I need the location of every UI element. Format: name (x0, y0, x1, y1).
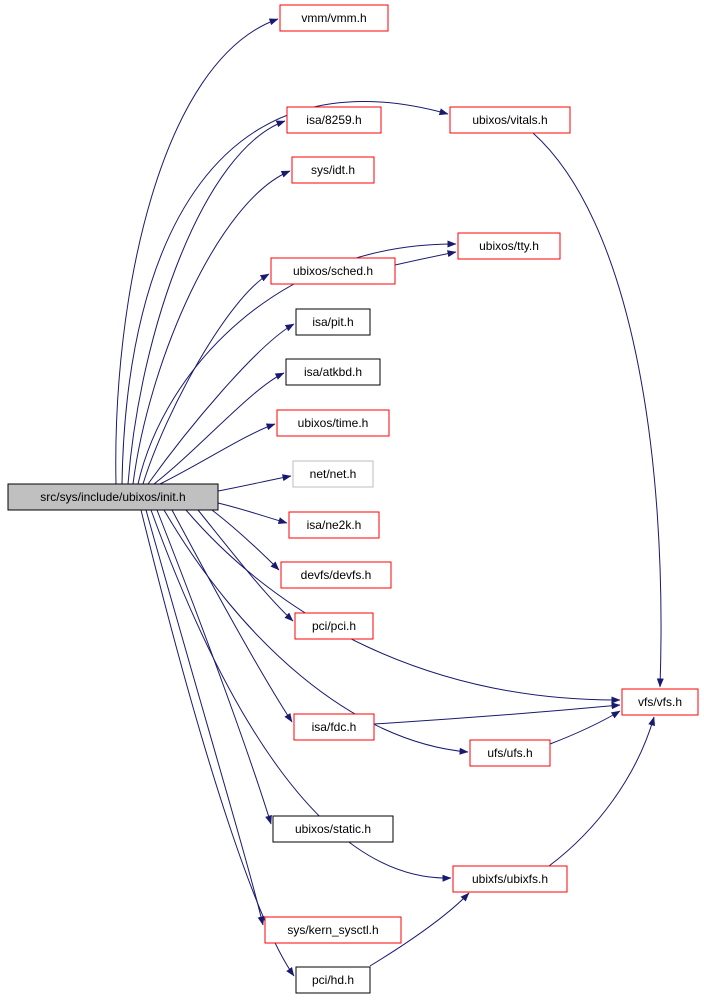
node-label-pit: isa/pit.h (312, 315, 353, 329)
node-label-vitals: ubixos/vitals.h (472, 113, 547, 127)
edge-init-to-net (217, 474, 292, 492)
node-label-kern_sysctl: sys/kern_sysctl.h (287, 923, 378, 937)
edge-init-to-vmm (115, 18, 279, 485)
edge-fdc-to-vfs (373, 702, 621, 725)
node-label-vmm: vmm/vmm.h (301, 11, 366, 25)
node-label-init: src/sys/include/ubixos/init.h (40, 490, 185, 504)
graph-node-i8259[interactable]: isa/8259.h (286, 106, 382, 134)
node-label-ubixfs: ubixfs/ubixfs.h (472, 872, 548, 886)
node-label-i8259: isa/8259.h (306, 113, 361, 127)
edge-init-to-pci (197, 509, 294, 622)
node-label-ne2k: isa/ne2k.h (307, 518, 362, 532)
edge-init-to-sched (142, 273, 270, 485)
edge-init-to-atkbd (153, 372, 285, 485)
node-label-vfs: vfs/vfs.h (638, 695, 682, 709)
node-box-time[interactable] (276, 409, 390, 437)
node-label-sched: ubixos/sched.h (293, 264, 373, 278)
edge-init-to-devfs (211, 509, 280, 571)
node-label-ufs: ufs/ufs.h (487, 746, 532, 760)
node-box-hd (295, 966, 371, 994)
edge-init-to-ufs (163, 509, 469, 755)
edge-init-to-ne2k (217, 502, 288, 524)
graph-node-atkbd: isa/atkbd.h (285, 358, 381, 386)
graph-node-ubixfs[interactable]: ubixfs/ubixfs.h (452, 865, 568, 893)
graph-node-time[interactable]: ubixos/time.h (276, 409, 390, 437)
edge-init-to-kern_sysctl (145, 509, 265, 926)
graph-node-net: net/net.h (292, 460, 374, 488)
node-label-atkbd: isa/atkbd.h (304, 365, 362, 379)
node-box-ubixfs[interactable] (452, 865, 568, 893)
node-label-time: ubixos/time.h (298, 416, 369, 430)
node-box-fdc[interactable] (293, 713, 375, 741)
edge-vitals-to-vfs (532, 132, 664, 688)
node-label-pci: pci/pci.h (312, 619, 356, 633)
node-box-idt[interactable] (291, 156, 375, 184)
node-box-sched[interactable] (270, 257, 396, 285)
node-box-i8259[interactable] (286, 106, 382, 134)
graph-node-tty[interactable]: ubixos/tty.h (457, 232, 561, 260)
graph-node-vmm[interactable]: vmm/vmm.h (279, 4, 389, 32)
graph-node-pit: isa/pit.h (295, 308, 371, 336)
node-box-pit (295, 308, 371, 336)
node-label-static: ubixos/static.h (295, 822, 371, 836)
graph-node-hd: pci/hd.h (295, 966, 371, 994)
edge-init-to-static (156, 509, 272, 825)
graph-node-init: src/sys/include/ubixos/init.h (7, 483, 219, 511)
node-box-init (7, 483, 219, 511)
node-box-atkbd (285, 358, 381, 386)
graph-node-idt[interactable]: sys/idt.h (291, 156, 375, 184)
node-box-net (292, 460, 374, 488)
node-box-devfs[interactable] (280, 561, 392, 589)
node-label-devfs: devfs/devfs.h (301, 568, 372, 582)
node-box-ufs[interactable] (469, 739, 551, 767)
graph-node-devfs[interactable]: devfs/devfs.h (280, 561, 392, 589)
edge-hd-to-ubixfs (369, 892, 470, 967)
edge-init-to-idt (132, 170, 291, 485)
graph-node-pci[interactable]: pci/pci.h (294, 612, 374, 640)
node-box-vmm[interactable] (279, 4, 389, 32)
edges-layer (115, 18, 664, 977)
edge-init-to-i8259 (127, 120, 286, 485)
edge-ufs-to-vfs (549, 710, 621, 745)
edge-init-to-fdc (171, 509, 293, 723)
node-box-static (272, 815, 394, 843)
graph-node-vitals[interactable]: ubixos/vitals.h (449, 106, 571, 134)
edge-init-to-vitals (121, 101, 449, 485)
edge-init-to-ubixfs (150, 509, 452, 882)
graph-node-fdc[interactable]: isa/fdc.h (293, 713, 375, 741)
node-label-tty: ubixos/tty.h (479, 239, 539, 253)
node-box-ne2k[interactable] (288, 511, 380, 539)
node-box-tty[interactable] (457, 232, 561, 260)
node-label-fdc: isa/fdc.h (312, 720, 357, 734)
nodes-layer: vmm/vmm.h ubixos/vitals.h isa/8259.h sys/id… (7, 4, 699, 994)
graph-node-ne2k[interactable]: isa/ne2k.h (288, 511, 380, 539)
graph-node-sched[interactable]: ubixos/sched.h (270, 257, 396, 285)
graph-node-kern_sysctl[interactable]: sys/kern_sysctl.h (264, 916, 402, 944)
graph-node-ufs[interactable]: ufs/ufs.h (469, 739, 551, 767)
edge-init-to-time (159, 423, 276, 485)
edge-init-to-pit (147, 323, 295, 485)
node-label-net: net/net.h (310, 467, 357, 481)
node-box-kern_sysctl[interactable] (264, 916, 402, 944)
node-box-pci[interactable] (294, 612, 374, 640)
node-label-hd: pci/hd.h (312, 973, 354, 987)
graph-node-vfs[interactable]: vfs/vfs.h (621, 688, 699, 716)
edge-init-to-tty (137, 240, 457, 485)
edge-sched-to-tty (394, 250, 457, 266)
edge-init-to-vfs (185, 509, 621, 704)
node-box-vitals[interactable] (449, 106, 571, 134)
edge-init-to-hd (140, 509, 295, 977)
edge-ubixfs-to-vfs (548, 716, 656, 867)
graph-node-static: ubixos/static.h (272, 815, 394, 843)
node-box-vfs[interactable] (621, 688, 699, 716)
node-label-idt: sys/idt.h (311, 163, 355, 177)
